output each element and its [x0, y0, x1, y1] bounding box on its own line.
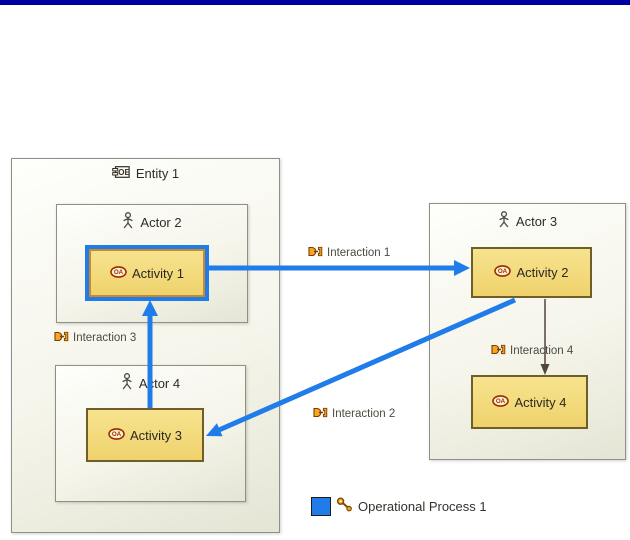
interaction-icon: [491, 344, 506, 358]
interaction-4-label: Interaction 4: [510, 345, 574, 357]
entity-1-label: Entity 1: [135, 166, 180, 181]
activity-2-label: Activity 2: [516, 265, 569, 280]
activity-1-process-highlight: OA Activity 1: [85, 245, 209, 301]
activity-1-label: Activity 1: [131, 265, 184, 281]
svg-text:OA: OA: [498, 268, 508, 275]
entity-1-header: OE Entity 1: [12, 166, 279, 181]
interaction-icon: [54, 331, 69, 345]
actor-2-header: Actor 2: [57, 212, 247, 232]
actor-icon: [498, 211, 510, 231]
actor-4-header: Actor 4: [56, 373, 245, 393]
operational-process-color-swatch: [311, 497, 331, 516]
actor-2-label: Actor 2: [140, 214, 182, 230]
svg-text:OA: OA: [112, 431, 122, 438]
edge-label-interaction-2[interactable]: Interaction 2: [313, 407, 395, 421]
node-activity-3[interactable]: OA Activity 3: [86, 408, 204, 462]
node-activity-1[interactable]: OA Activity 1: [89, 249, 205, 297]
interaction-2-label: Interaction 2: [332, 408, 396, 420]
operational-activity-icon: OA: [110, 265, 127, 281]
operational-process-label: Operational Process 1: [358, 499, 487, 514]
operational-entity-icon: OE: [112, 166, 130, 181]
edge-label-interaction-4[interactable]: Interaction 4: [491, 344, 573, 358]
interaction-3-label: Interaction 3: [73, 332, 137, 344]
node-activity-4[interactable]: OA Activity 4: [471, 375, 588, 429]
interaction-icon: [313, 407, 328, 421]
svg-text:OA: OA: [114, 269, 124, 276]
legend-operational-process-1[interactable]: Operational Process 1: [311, 497, 487, 516]
actor-3-label: Actor 3: [515, 213, 558, 229]
edge-label-interaction-1[interactable]: Interaction 1: [308, 246, 390, 260]
actor-icon: [122, 212, 134, 232]
window-top-border: [0, 0, 630, 5]
interaction-1-label: Interaction 1: [327, 247, 391, 259]
operational-activity-icon: OA: [492, 394, 510, 410]
svg-text:OA: OA: [496, 398, 506, 405]
actor-3-header: Actor 3: [430, 211, 625, 231]
actor-4-label: Actor 4: [138, 375, 181, 391]
operational-activity-icon: OA: [494, 265, 512, 280]
interaction-icon: [308, 246, 323, 260]
edge-label-interaction-3[interactable]: Interaction 3: [54, 331, 136, 345]
process-key-icon: [336, 497, 353, 516]
actor-icon: [121, 373, 133, 393]
activity-3-label: Activity 3: [129, 427, 182, 443]
operational-activity-icon: OA: [108, 427, 125, 443]
activity-4-label: Activity 4: [514, 394, 567, 410]
svg-text:OE: OE: [118, 168, 130, 177]
node-activity-2[interactable]: OA Activity 2: [471, 247, 592, 298]
